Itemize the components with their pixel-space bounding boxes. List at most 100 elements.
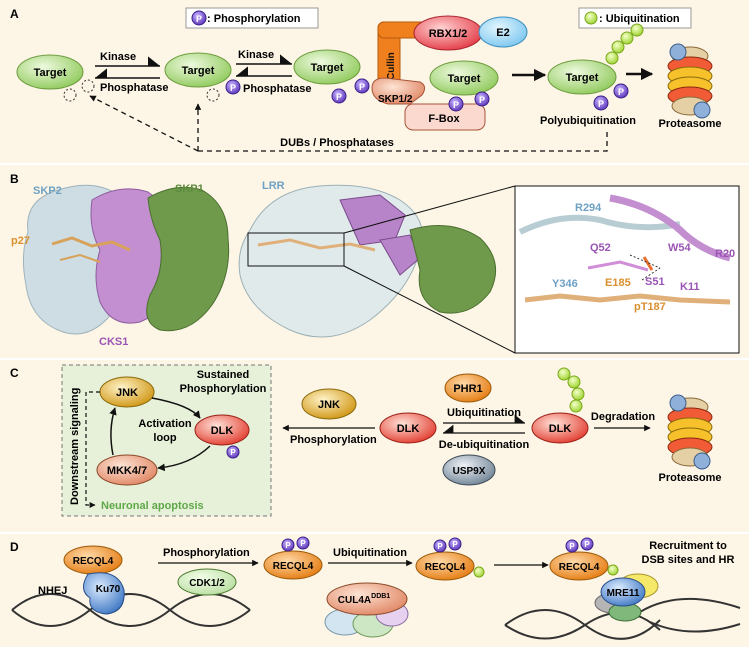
jnk-main bbox=[301, 388, 357, 420]
residue-w54: W54 bbox=[668, 242, 692, 254]
target-4-label: Target bbox=[448, 73, 481, 85]
panel-b: B SKP2 SKP1 p27 CKS1 LRR bbox=[0, 165, 749, 358]
d-phospho-4a bbox=[565, 539, 579, 553]
dlk-ub-label: DLK bbox=[549, 423, 572, 435]
jnk-loop-label: JNK bbox=[116, 387, 138, 399]
rbx-label: RBX1/2 bbox=[429, 28, 468, 40]
residue-s51: S51 bbox=[645, 276, 665, 288]
cdk-label: CDK1/2 bbox=[189, 578, 225, 589]
recql4-3 bbox=[415, 551, 475, 581]
sustained-label: Sustained bbox=[197, 369, 250, 381]
d-phospho-3b bbox=[448, 537, 462, 551]
dlk-main bbox=[379, 412, 437, 444]
target-3 bbox=[293, 49, 361, 85]
d-phospho-4b-letter: P bbox=[584, 540, 590, 549]
panel-d: D NHEJ RECQL4 Ku70 Phosphorylation CDK1/… bbox=[0, 534, 749, 647]
dlk-loop bbox=[194, 414, 250, 446]
d-phospho-4a-letter: P bbox=[569, 542, 575, 551]
panel-a: A P : Phosphorylation : Ubiquitination T… bbox=[0, 0, 749, 163]
panel-b-label: B bbox=[10, 172, 19, 186]
residue-y346: Y346 bbox=[552, 278, 578, 290]
phr1-label: PHR1 bbox=[453, 383, 482, 395]
feedback-loop-box bbox=[61, 364, 272, 517]
target-1-label: Target bbox=[34, 67, 67, 79]
d-phospho-3a-letter: P bbox=[437, 542, 443, 551]
dlk-loop-phospho bbox=[226, 445, 240, 459]
panel-a-label: A bbox=[10, 7, 19, 21]
dlk-loop-phospho-letter: P bbox=[230, 448, 236, 457]
mre11 bbox=[600, 577, 646, 607]
usp9x-label: USP9X bbox=[453, 466, 486, 477]
dlk-loop-label: DLK bbox=[211, 425, 234, 437]
recql4-4 bbox=[549, 551, 609, 581]
skp bbox=[371, 77, 426, 105]
ddb1-label: DDB1 bbox=[371, 593, 390, 600]
apoptosis-label: Neuronal apoptosis bbox=[101, 500, 204, 512]
c-phosphorylation-label: Phosphorylation bbox=[290, 434, 377, 446]
mre11-label: MRE11 bbox=[607, 588, 640, 599]
recruit-label-1: Recruitment to bbox=[649, 540, 727, 552]
empty-site-2 bbox=[206, 88, 220, 102]
recql4-2 bbox=[263, 550, 323, 580]
skp-label: SKP1/2 bbox=[378, 94, 413, 105]
d-phospho-2a-letter: P bbox=[285, 541, 291, 550]
c-ub-2 bbox=[571, 387, 585, 401]
recql4-4-label: RECQL4 bbox=[559, 562, 600, 573]
cullin-label: Cullin bbox=[386, 52, 397, 80]
cks1-label: CKS1 bbox=[99, 336, 128, 348]
panel-c: C JNK Sustained Phosphorylation DLK P MK… bbox=[0, 360, 749, 532]
skp2-label: SKP2 bbox=[33, 185, 62, 197]
c-ub-4 bbox=[557, 367, 571, 381]
phospho-3a bbox=[331, 88, 347, 104]
legend-phospho-icon bbox=[191, 10, 207, 26]
sustained-phos-label: Phosphorylation bbox=[180, 383, 267, 395]
dlk-main-label: DLK bbox=[397, 423, 420, 435]
kinase-label-1: Kinase bbox=[100, 51, 136, 63]
skp1-label: SKP1 bbox=[175, 183, 204, 195]
d-phospho-2a bbox=[281, 538, 295, 552]
usp9x bbox=[442, 454, 496, 486]
recql4-1-label: RECQL4 bbox=[73, 556, 114, 567]
d-phospho-3b-letter: P bbox=[452, 540, 458, 549]
residue-e185: E185 bbox=[605, 277, 631, 289]
d-phospho-3a bbox=[433, 539, 447, 553]
phospho-2-letter: P bbox=[230, 83, 236, 93]
phospho-5a bbox=[593, 95, 609, 111]
phr1 bbox=[444, 373, 492, 403]
phospho-4a-letter: P bbox=[453, 100, 459, 110]
d-phospho-2b-letter: P bbox=[300, 539, 306, 548]
cartoon-model bbox=[238, 184, 497, 338]
legend-phospho-icon-letter: P bbox=[196, 14, 202, 24]
recql4-2-label: RECQL4 bbox=[273, 561, 314, 572]
dubs-label: DUBs / Phosphatases bbox=[280, 137, 394, 149]
phospho-3a-letter: P bbox=[336, 92, 342, 102]
proteasome-a-label: Proteasome bbox=[659, 118, 722, 130]
mkk-loop-label: MKK4/7 bbox=[107, 465, 147, 477]
phosphatase-label-2: Phosphatase bbox=[243, 83, 311, 95]
cul4a bbox=[326, 582, 408, 616]
d-ub-3 bbox=[473, 566, 485, 578]
kinase-label-2: Kinase bbox=[238, 49, 274, 61]
residue-q52: Q52 bbox=[590, 242, 611, 254]
proteasome-c bbox=[667, 394, 713, 470]
recruit-label-2: DSB sites and HR bbox=[642, 554, 735, 566]
ub-chain-1 bbox=[605, 51, 619, 65]
legend-phospho-box bbox=[185, 7, 319, 29]
d-phospho-4b bbox=[580, 537, 594, 551]
downstream-line bbox=[85, 391, 100, 508]
fbox bbox=[404, 103, 486, 131]
dub-feedback-line bbox=[198, 132, 608, 152]
p27-label: p27 bbox=[11, 235, 30, 247]
residue-k11: K11 bbox=[680, 281, 700, 293]
downstream-label: Downstream signaling bbox=[69, 388, 81, 505]
c-deub-label: De-ubiquitination bbox=[439, 439, 530, 451]
activation-label: Activation bbox=[138, 418, 191, 430]
mkk-loop bbox=[96, 454, 158, 486]
ku70-label: Ku70 bbox=[96, 584, 121, 595]
target-2 bbox=[164, 52, 232, 88]
empty-site-1a bbox=[63, 88, 77, 102]
cdk bbox=[177, 568, 237, 596]
polyub-label: Polyubiquitination bbox=[540, 115, 636, 127]
dna-right-strand-3 bbox=[639, 597, 741, 613]
